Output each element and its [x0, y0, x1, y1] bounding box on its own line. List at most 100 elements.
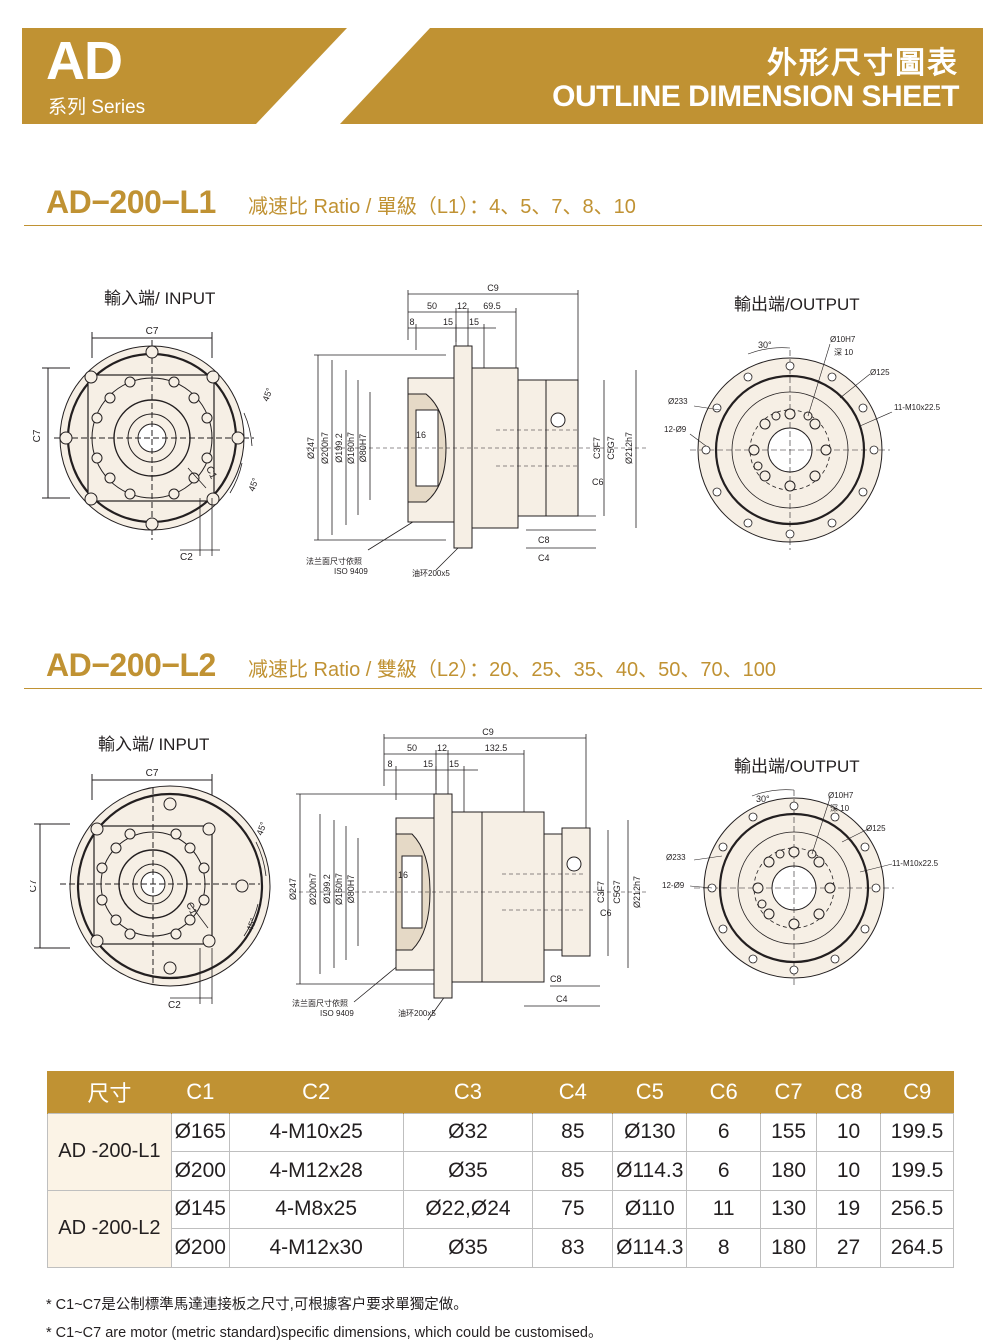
table-cell: 10 — [816, 1151, 881, 1191]
table-header: C6 — [686, 1071, 761, 1113]
dim-label: Ø199.2 — [334, 433, 344, 463]
dim-label: 深 10 — [830, 804, 850, 813]
output-view-label: 輸出端/OUTPUT — [734, 295, 860, 314]
dim-label: 69.5 — [483, 301, 501, 311]
dim-label: C7 — [146, 768, 159, 779]
series-name: 系列 Series — [48, 97, 146, 118]
dim-label: Ø125 — [870, 368, 890, 377]
dim-label: C3F7 — [596, 881, 606, 903]
ratio-heading: 减速比 Ratio / 雙級（L2）：20、25、35、40、50、70、100 — [248, 659, 777, 681]
model-heading: AD−200−L1 — [46, 184, 216, 220]
note-flange: 法兰面尺寸依照 — [292, 998, 348, 1008]
table-header: 尺寸 — [47, 1071, 172, 1113]
table-header: C8 — [816, 1071, 881, 1113]
table-cell: 130 — [760, 1189, 818, 1229]
footnote-en: * C1~C7 are motor (metric standard)speci… — [46, 1325, 603, 1341]
dim-label: 12-Ø9 — [664, 425, 687, 434]
note-oil-ring: 油环200x5 — [398, 1008, 436, 1018]
dim-label: Ø247 — [288, 878, 298, 900]
table-cell: 264.5 — [879, 1228, 955, 1268]
footnote-zh: * C1~C7是公制標準馬達連接板之尺寸,可根據客户要求單獨定做。 — [46, 1297, 468, 1313]
table-cell: 19 — [816, 1189, 881, 1229]
dim-label: Ø200h7 — [308, 873, 318, 905]
table-header-row: 尺寸 C1 C2 C3 C4 C5 C6 C7 C8 C9 — [47, 1071, 954, 1113]
side-section-view: C9 50 12 69.5 8 15 15 Ø247 Ø200h7 Ø199.2… — [306, 283, 646, 578]
table-header: C3 — [402, 1071, 533, 1113]
dim-label: 45° — [246, 476, 260, 493]
dim-label: C9 — [487, 283, 499, 293]
table-cell: 11 — [686, 1189, 762, 1229]
table-cell: 4-M10x25 — [228, 1112, 404, 1152]
table-cell: 199.5 — [879, 1151, 955, 1191]
dim-label: 16 — [398, 870, 408, 880]
dim-label: C4 — [538, 553, 550, 563]
table-row: Ø200 4-M12x28 Ø35 85 Ø114.3 6 180 10 199… — [48, 1151, 955, 1191]
header-right-banner: 外形尺寸圖表 OUTLINE DIMENSION SHEET — [340, 28, 983, 124]
dim-label: C7 — [146, 326, 159, 337]
table-cell: 155 — [760, 1112, 818, 1152]
dim-label: 8 — [387, 759, 392, 769]
dim-label: Ø200h7 — [320, 432, 330, 464]
table-cell: 75 — [532, 1189, 614, 1229]
table-cell: Ø22,Ø24 — [402, 1189, 534, 1229]
side-section-view: C9 50 12 132.5 8 15 15 Ø247 Ø200h7 Ø199.… — [288, 727, 648, 1021]
table-cell: Ø130 — [612, 1112, 688, 1152]
dim-label: Ø212h7 — [624, 432, 634, 464]
table-cell: 180 — [760, 1228, 818, 1268]
table-cell: Ø110 — [612, 1189, 688, 1229]
table-cell: 6 — [686, 1112, 762, 1152]
note-iso: ISO 9409 — [334, 567, 368, 576]
table-header: C9 — [879, 1071, 954, 1113]
dim-label: C5G7 — [612, 880, 622, 904]
dim-label: C8 — [538, 535, 550, 545]
input-view-label: 輸入端/ INPUT — [98, 735, 210, 754]
dim-label: Ø80H7 — [358, 434, 368, 463]
table-cell: Ø35 — [402, 1151, 534, 1191]
dim-label: 45° — [260, 386, 274, 403]
table-cell: 4-M12x30 — [228, 1228, 404, 1268]
sheet-title-zh: 外形尺寸圖表 — [767, 47, 959, 80]
dim-label: C7 — [30, 879, 39, 892]
table-cell: 8 — [686, 1228, 762, 1268]
dim-label: Ø199.2 — [322, 874, 332, 904]
model-cell: AD -200-L2 — [47, 1189, 172, 1268]
note-flange: 法兰面尺寸依照 — [306, 556, 362, 566]
table-cell: Ø32 — [402, 1112, 534, 1152]
dim-label: C1 — [183, 901, 199, 918]
table-cell: 85 — [532, 1112, 614, 1152]
table-cell: 10 — [816, 1112, 881, 1152]
dim-label: 深 10 — [834, 348, 854, 357]
table-cell: Ø35 — [402, 1228, 534, 1268]
dim-label: Ø10H7 — [828, 791, 854, 800]
section-title-l1: AD−200−L1 减速比 Ratio / 單級（L1）：4、5、7、8、10 — [24, 184, 982, 226]
dim-label: 16 — [416, 430, 426, 440]
table-cell: Ø114.3 — [612, 1228, 688, 1268]
dim-label: 8 — [409, 317, 414, 327]
dim-label: 50 — [407, 743, 417, 753]
dim-label: 15 — [423, 759, 433, 769]
dim-label: Ø212h7 — [632, 876, 642, 908]
dim-label: C6 — [592, 477, 604, 487]
dim-label: Ø233 — [666, 853, 686, 862]
dim-label: C6 — [600, 908, 612, 918]
dim-label: C2 — [180, 552, 193, 563]
input-end-view: C7 C7 45° C1 45° C2 — [32, 326, 275, 563]
table-cell: Ø200 — [170, 1228, 230, 1268]
table-cell: 199.5 — [879, 1112, 955, 1152]
table-cell: 6 — [686, 1151, 762, 1191]
output-end-view: 30° Ø10H7 深 10 Ø125 Ø233 11-M10x22.5 12-… — [664, 335, 941, 550]
table-header: C2 — [228, 1071, 404, 1113]
dim-label: Ø160h7 — [346, 432, 356, 464]
dim-label: Ø247 — [306, 437, 316, 459]
dim-label: Ø10H7 — [830, 335, 856, 344]
dim-label: 30° — [758, 340, 772, 350]
series-code: AD — [46, 31, 123, 91]
note-iso: ISO 9409 — [320, 1009, 354, 1018]
dim-label: 30° — [756, 794, 770, 804]
dim-label: 12 — [437, 743, 447, 753]
dimension-table: 尺寸 C1 C2 C3 C4 C5 C6 C7 C8 C9 AD -200-L1… — [47, 1071, 955, 1268]
dim-label: 45° — [254, 820, 268, 837]
dim-label: C5G7 — [606, 436, 616, 460]
table-cell: Ø145 — [170, 1189, 230, 1229]
dim-label: 15 — [443, 317, 453, 327]
